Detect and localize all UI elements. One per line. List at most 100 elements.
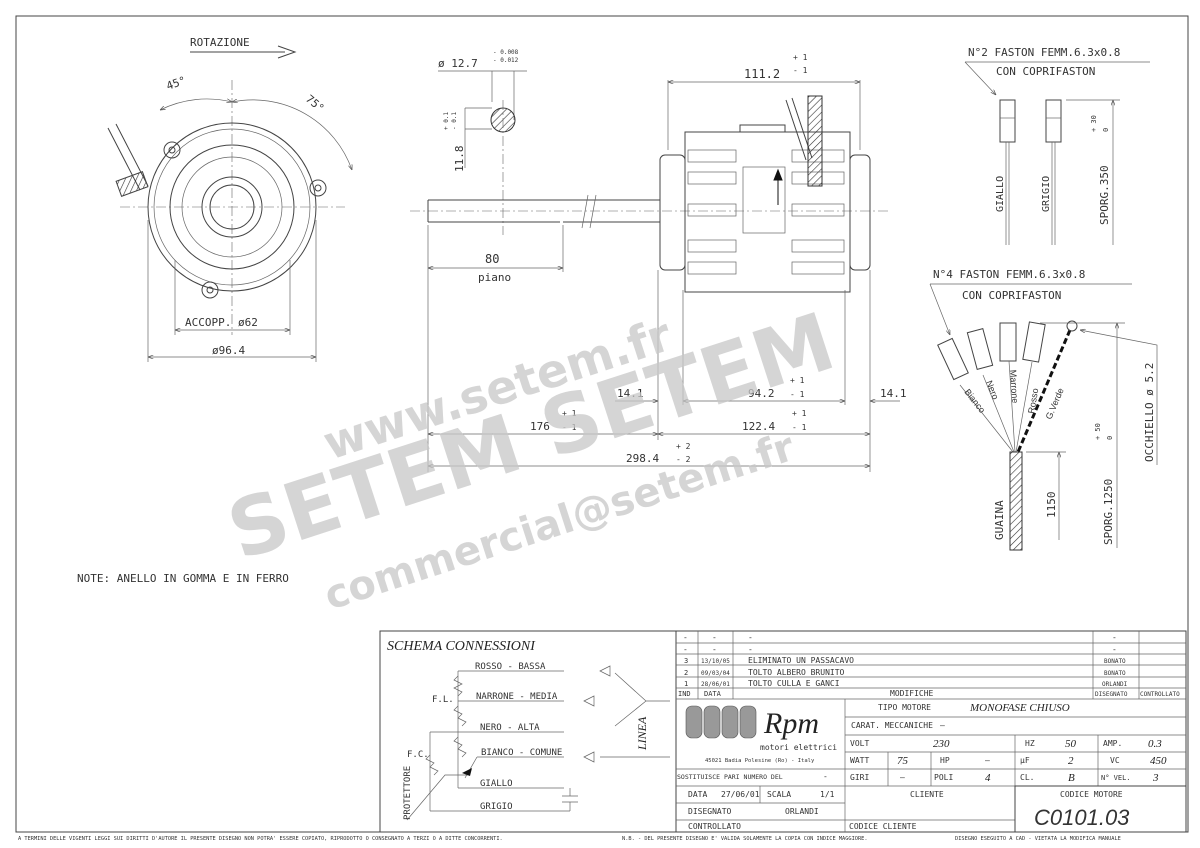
footer-cad: DISEGNO ESEGUITO A CAD - VIETATA LA MODI… — [955, 836, 1121, 842]
dim-122: 122.4 — [742, 420, 775, 433]
sostituisce-label: SOSTITUISCE PARI NUMERO DEL — [677, 773, 783, 781]
scala-label: SCALA — [767, 790, 791, 799]
volt-value: 230 — [933, 738, 950, 750]
motor-body — [684, 131, 851, 293]
hz-label: HZ — [1025, 739, 1035, 748]
body-length-dim: 111.2 — [744, 67, 780, 81]
tol: + 1 — [793, 53, 808, 62]
rev-ind: 3 — [684, 657, 688, 665]
rev-date: - — [712, 645, 717, 654]
title-block: - - - - - - - - 3 13/10/05 ELIMINATO UN … — [675, 630, 1187, 833]
faston4-sublabel: CON COPRIFASTON — [962, 289, 1061, 302]
rev-desc: - — [748, 645, 753, 654]
rev-dis: BONATO — [1104, 670, 1126, 677]
rev-date: 28/06/01 — [701, 681, 730, 688]
flat-label: piano — [478, 271, 511, 284]
tol: - 1 — [793, 66, 808, 75]
linea-label: LINEA — [635, 716, 649, 751]
cl-label: CL. — [1020, 773, 1034, 782]
rev-desc: TOLTO CULLA E GANCI — [748, 679, 840, 688]
angle-45: 45° — [165, 74, 188, 93]
schema-bianco: BIANCO - COMUNE — [481, 748, 562, 758]
occhiello-label: OCCHIELLO ø 5.2 — [1143, 363, 1156, 462]
faston2-label: N°2 FASTON FEMM.6.3x0.8 — [968, 46, 1120, 59]
dim-14-right: 14.1 — [880, 387, 907, 400]
grigio-label: GRIGIO — [1041, 176, 1052, 212]
dim-14-left: 14.1 — [617, 387, 644, 400]
dim-94: 94.2 — [748, 387, 775, 400]
nero-label: Nero — [984, 379, 1001, 401]
tol: + 1 — [792, 409, 807, 418]
amp-value: 0.3 — [1148, 738, 1162, 750]
rev-desc: - — [748, 633, 753, 642]
company-subtitle: motori elettrici — [760, 743, 837, 752]
vc-label: VC — [1110, 756, 1120, 765]
amp-label: AMP. — [1103, 739, 1122, 748]
tol: - 1 — [790, 390, 805, 399]
front-flange — [659, 154, 686, 271]
header-ind: IND — [678, 690, 691, 698]
rev-desc: ELIMINATO UN PASSACAVO — [748, 656, 854, 665]
footer-copyright: A TERMINI DELLE VIGENTI LEGGI SUI DIRITT… — [18, 836, 503, 842]
giri-label: GIRI — [850, 773, 869, 782]
fc-label: F.C. — [407, 750, 429, 760]
tol: 0 — [1102, 128, 1110, 132]
rev-dis: ORLANDI — [1102, 681, 1128, 688]
faston4-label: N°4 FASTON FEMM.6.3x0.8 — [933, 268, 1085, 281]
sporg350-label: SPORG.350 — [1098, 165, 1111, 225]
hp-value: — — [985, 756, 990, 765]
schema-title: SCHEMA CONNESSIONI — [387, 639, 536, 654]
front-view: ROTAZIONE 45° 75° ACCOPP. ø62 ø96.4 — [107, 36, 352, 362]
sostituisce-value: - — [823, 772, 828, 781]
header-disegnato: DISEGNATO — [1095, 691, 1128, 698]
schema-grigio: GRIGIO — [480, 802, 513, 812]
tol: + 30 — [1090, 115, 1098, 132]
marrone-label: Marrone — [1008, 369, 1020, 403]
header-data: DATA — [704, 690, 722, 698]
flat-tol-upper: + 0.1 — [443, 112, 450, 130]
rev-dis: BONATO — [1104, 658, 1126, 665]
tol: 0 — [1106, 436, 1114, 440]
cliente-label: CLIENTE — [910, 790, 944, 799]
rotation-direction-arrow-icon — [773, 168, 783, 205]
hz-value: 50 — [1065, 738, 1077, 750]
codice-motore-label: CODICE MOTORE — [1060, 790, 1123, 799]
footer-note: N.B. - DEL PRESENTE DISEGNO E' VALIDA SO… — [622, 836, 868, 842]
shaft — [427, 199, 660, 223]
vel-label: N° VEL. — [1101, 774, 1131, 782]
dim-298: 298.4 — [626, 452, 659, 465]
uf-label: µF — [1020, 756, 1030, 765]
bianco-label: Bianco — [962, 387, 987, 415]
scala-value: 1/1 — [820, 790, 835, 799]
wire-details: N°2 FASTON FEMM.6.3x0.8 CON COPRIFASTON … — [929, 46, 1158, 551]
flat-dimension: 11.8 — [453, 146, 466, 173]
revision-table: - - - - - - - - 3 13/10/05 ELIMINATO UN … — [678, 633, 1180, 698]
rev-dis: - — [1112, 645, 1117, 654]
diameter-dimension: ø96.4 — [212, 344, 245, 357]
accopp-dimension: ACCOPP. ø62 — [185, 316, 258, 329]
cl-value: B — [1068, 772, 1075, 784]
poli-value: 4 — [985, 772, 991, 784]
tipo-label: TIPO MOTORE — [878, 703, 931, 712]
watermark: www.setem.fr SETEM SETEM commercial@sete… — [217, 295, 845, 620]
footer: A TERMINI DELLE VIGENTI LEGGI SUI DIRITT… — [18, 836, 1121, 842]
guaina-label: GUAINA — [993, 500, 1006, 540]
watt-value: 75 — [897, 755, 909, 767]
poli-label: POLI — [934, 773, 953, 782]
side-view: ø 12.7 - 0.008 - 0.012 11.8 + 0.1 - 0.1 … — [410, 49, 907, 472]
shaft-tol-lower: - 0.012 — [493, 57, 519, 64]
volt-label: VOLT — [850, 739, 869, 748]
faston2-sublabel: CON COPRIFASTON — [996, 65, 1095, 78]
note: NOTE: ANELLO IN GOMMA E IN FERRO — [77, 572, 289, 585]
g-verde-label: G.Verde — [1044, 386, 1066, 420]
hp-label: HP — [940, 756, 950, 765]
codice-motore-value: C0101.03 — [1034, 805, 1130, 830]
dim-176: 176 — [530, 420, 550, 433]
angle-75: 75° — [303, 92, 327, 115]
company-address: 45021 Badia Polesine (Ro) - Italy — [705, 758, 815, 764]
flat-length-dim: 80 — [485, 252, 499, 266]
cable-sheath — [807, 95, 823, 187]
shaft-tol-upper: - 0.008 — [493, 49, 519, 56]
rear-flange — [849, 154, 871, 271]
protettore-label: PROTETTORE — [403, 766, 413, 820]
